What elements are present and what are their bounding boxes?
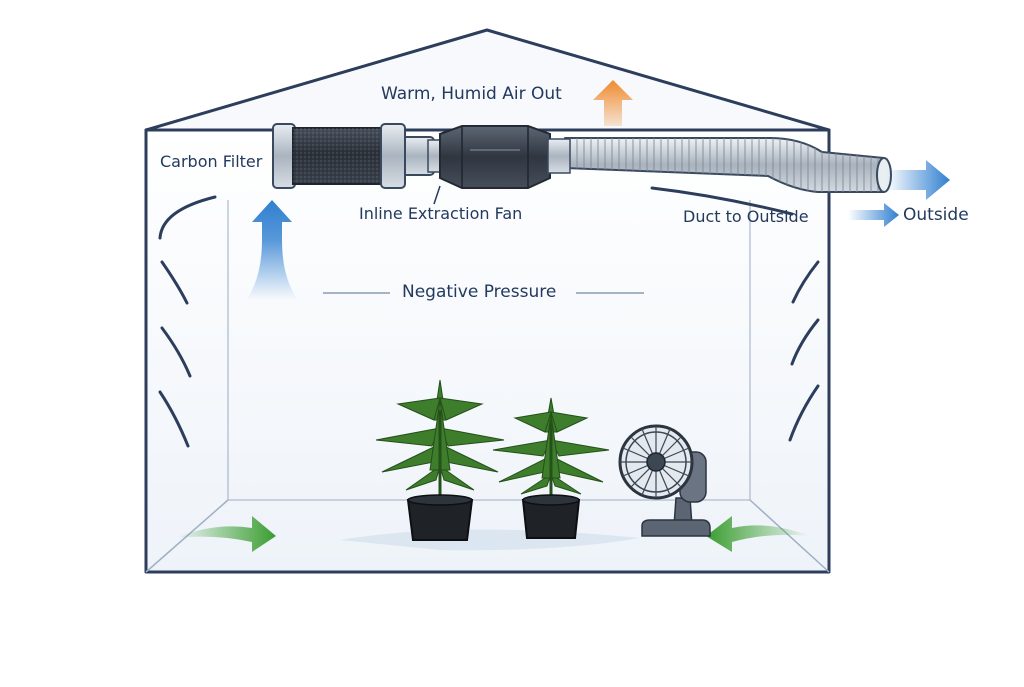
plant-icon [375, 379, 505, 541]
negative-pressure-label: Negative Pressure [402, 282, 557, 302]
wall-creases [158, 186, 820, 448]
carbon-filter-label: Carbon Filter [160, 152, 263, 171]
inline-fan-label: Inline Extraction Fan [359, 204, 523, 223]
pot [406, 499, 474, 541]
exhaust-arrow-icon [593, 80, 633, 126]
tent-roof [144, 28, 831, 132]
outside-arrow-icon [848, 203, 899, 227]
intake-right-arrow-icon [706, 516, 810, 552]
updraft-arrow-icon [246, 200, 298, 300]
fan-leader-line [433, 185, 441, 205]
duct-label: Duct to Outside [683, 207, 809, 226]
inline-fan-icon [401, 125, 571, 189]
carbon-filter-icon [272, 123, 406, 189]
exhaust-label: Warm, Humid Air Out [381, 84, 562, 104]
oscillating-fan-icon [618, 424, 711, 537]
tent-walls [144, 128, 831, 574]
airflow-arrows [176, 80, 950, 552]
outside-label: Outside [903, 205, 969, 225]
tent-inner-frame [227, 200, 751, 501]
duct-exit-arrow-icon [886, 160, 950, 200]
intake-left-arrow-icon [176, 516, 276, 552]
plant-icon [492, 397, 610, 539]
flex-duct-icon [564, 137, 892, 193]
